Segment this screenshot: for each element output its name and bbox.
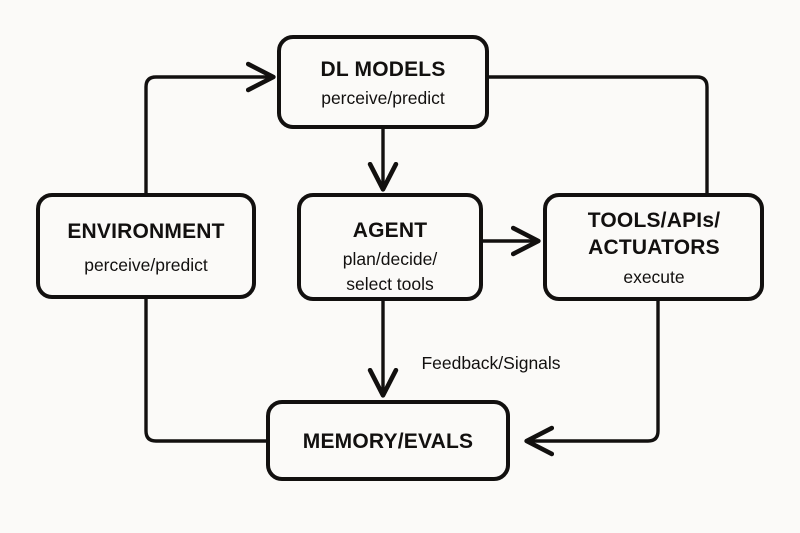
node-agent-subtitle-line-1: plan/decide/ (343, 249, 438, 269)
node-memory-title: MEMORY/EVALS (303, 430, 473, 453)
node-tools[interactable]: TOOLS/APIs/ ACTUATORS execute (543, 193, 764, 301)
node-agent-title: AGENT (353, 219, 428, 242)
edge-memory-to-environment (144, 297, 268, 443)
node-agent-subtitle-line-2: select tools (346, 274, 434, 294)
node-dl-models-title: DL MODELS (320, 58, 445, 81)
node-environment-title: ENVIRONMENT (67, 220, 224, 243)
node-dl-models-box[interactable] (277, 35, 489, 129)
node-environment-subtitle-line-1: perceive/predict (84, 255, 208, 275)
node-environment-box[interactable] (36, 193, 256, 299)
node-dl-models[interactable]: DL MODELS perceive/predict (277, 35, 489, 129)
node-tools-subtitle-line-1: execute (623, 267, 684, 287)
edge-environment-to-dl-models (144, 77, 272, 195)
edge-tools-to-memory (528, 299, 660, 441)
node-dl-models-subtitle-line-1: perceive/predict (321, 88, 445, 108)
edge-dl-models-to-tools (487, 75, 709, 195)
node-agent[interactable]: AGENT plan/decide/ select tools (297, 193, 483, 301)
node-tools-title-line-1: TOOLS/APIs/ (588, 209, 721, 232)
node-memory[interactable]: MEMORY/EVALS (266, 400, 510, 481)
edge-label-feedback-signals: Feedback/Signals (421, 353, 560, 373)
node-agent-box[interactable] (297, 193, 483, 301)
node-environment[interactable]: ENVIRONMENT perceive/predict (36, 193, 256, 299)
node-memory-box[interactable] (266, 400, 510, 481)
node-tools-box[interactable] (543, 193, 764, 301)
node-tools-title-line-2: ACTUATORS (588, 236, 720, 259)
